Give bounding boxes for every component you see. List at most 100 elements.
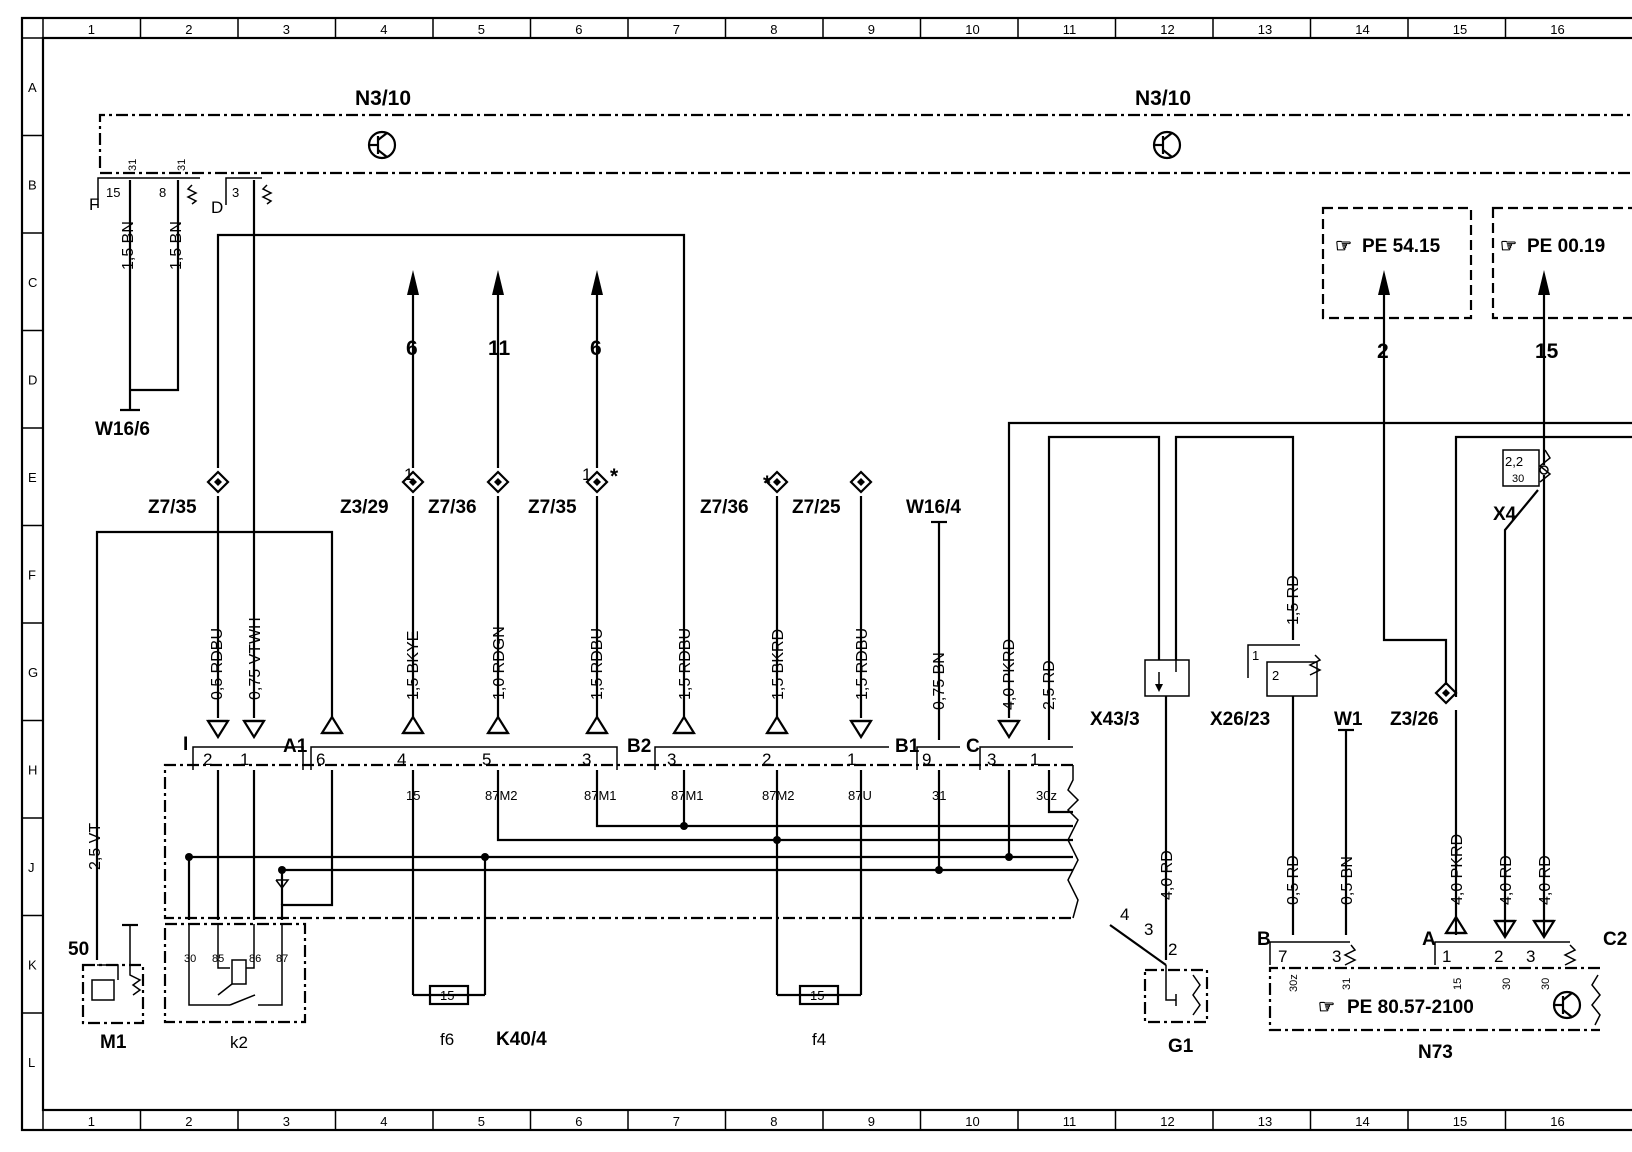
splice-diamond-icon	[401, 470, 425, 494]
wire-a1n: 4,0 PKRD	[1449, 834, 1466, 905]
grid-col-label: 8	[770, 1114, 777, 1129]
triangle-down-icon	[242, 719, 266, 740]
grid-col-label: 3	[283, 22, 290, 37]
fuse-f4-rating: 15	[810, 988, 824, 1003]
pin-number: 3	[667, 750, 676, 769]
connector-B-n73: B	[1257, 929, 1271, 950]
splice-diamond-icon	[1434, 681, 1458, 705]
grid-col-label: 15	[1453, 22, 1467, 37]
connector-D-outline	[225, 177, 262, 205]
m1-pin-50: 50	[68, 939, 89, 960]
f4-label: f4	[812, 1030, 826, 1049]
x43-3-connector-icon	[1144, 659, 1190, 697]
grid-row-label: G	[28, 665, 38, 680]
pin-number: 3	[987, 750, 996, 769]
connector-C2-n73: C2	[1603, 929, 1627, 950]
arrow-ref-6b: 6	[590, 337, 602, 360]
wire-a2n: 4,0 RD	[1498, 855, 1515, 905]
m1-label: M1	[100, 1032, 127, 1053]
terminal-label: 87M1	[671, 788, 704, 803]
grid-col-label: 11	[1063, 22, 1077, 37]
connector-A-n73: A	[1422, 929, 1436, 950]
splice-z7-36-b: Z7/36	[700, 497, 749, 518]
pin-number: 5	[482, 750, 491, 769]
w1-label: W1	[1334, 709, 1363, 730]
grid-col-label: 9	[868, 1114, 875, 1129]
k40-4-label: K40/4	[496, 1029, 547, 1050]
pin-number: 9	[922, 750, 931, 769]
x43-3-label: X43/3	[1090, 709, 1140, 730]
connector-F: F	[89, 195, 99, 214]
wire-b3: 1,5 RDBU	[677, 628, 694, 700]
grid-row-label: J	[28, 860, 35, 875]
grid-col-label: 15	[1453, 1114, 1467, 1129]
triangle-up-icon	[672, 714, 696, 735]
junction-dot	[680, 822, 688, 830]
g1-label: G1	[1168, 1036, 1194, 1057]
n73-label: N73	[1418, 1042, 1453, 1063]
wire-f8: 1,5 BN	[168, 221, 185, 270]
k2-pin-30: 30	[184, 953, 196, 965]
triangle-up-icon	[486, 714, 510, 735]
transistor-icon	[1552, 990, 1582, 1020]
splice-index-1a: 1	[404, 465, 413, 484]
n73-pin-3b: 3	[1332, 947, 1341, 966]
triangle-down-icon	[849, 719, 873, 740]
grid-row-label: H	[28, 762, 37, 777]
n73-pin-3: 3	[1526, 947, 1535, 966]
junction-dot	[773, 836, 781, 844]
pe-00-19-label: PE 00.19	[1527, 236, 1605, 257]
grid-row-label: F	[28, 567, 36, 582]
grid-col-label: 13	[1258, 1114, 1272, 1129]
splice-diamond-icon	[486, 470, 510, 494]
arrow-up-icon	[1538, 270, 1550, 465]
g1-boundary	[1143, 968, 1209, 1024]
pe-54-15-box	[1321, 206, 1473, 320]
w16-6-label: W16/6	[95, 419, 150, 440]
grid-col-label: 6	[575, 22, 582, 37]
pointer-hand-icon: ☞	[1335, 236, 1352, 257]
z3-26-label: Z3/26	[1390, 709, 1439, 730]
splice-diamond-icon	[765, 470, 789, 494]
arrow-ref-15: 15	[1535, 340, 1559, 363]
grid-col-label: 7	[673, 1114, 680, 1129]
grid-col-label: 4	[380, 22, 387, 37]
grid-col-label: 1	[88, 22, 95, 37]
pin-number: 6	[316, 750, 325, 769]
x4-connector-icon	[1502, 449, 1540, 487]
wire-m1: 2,5 VT	[87, 823, 104, 870]
connector-C: C	[966, 736, 980, 757]
arrow-up-icon	[407, 270, 419, 468]
grid-col-label: 11	[1063, 1114, 1077, 1129]
k2-label: k2	[230, 1033, 248, 1052]
k40-4-break	[1066, 765, 1080, 919]
terminal-label: 30z	[1036, 788, 1057, 803]
grid-col-label: 5	[478, 1114, 485, 1129]
coil-icon	[186, 184, 198, 205]
pe-54-15-label: PE 54.15	[1362, 236, 1441, 257]
pe-80-57-label: PE 80.57-2100	[1347, 997, 1474, 1018]
pointer-hand-icon: ☞	[1500, 236, 1517, 257]
pin-3: 3	[232, 185, 239, 200]
pin-number: 3	[582, 750, 591, 769]
splice-z7-25: Z7/25	[792, 497, 841, 518]
n3-10-label-left: N3/10	[355, 87, 411, 110]
triangle-up-icon	[401, 714, 425, 735]
k40-4-boundary	[163, 763, 1073, 920]
arrow-up-icon	[591, 270, 603, 468]
connector-I: I	[183, 734, 188, 755]
grid-row-label: K	[28, 957, 37, 972]
pointer-hand-icon: ☞	[1318, 997, 1335, 1018]
pin-number: 1	[1030, 750, 1039, 769]
triangle-up-icon	[585, 714, 609, 735]
coil-icon	[1308, 654, 1322, 676]
x26-pin-2: 2	[1272, 668, 1279, 683]
starter-icon	[91, 979, 115, 1001]
star-mark: *	[610, 465, 619, 488]
inner-frame	[41, 36, 1632, 1112]
grid-col-label: 4	[380, 1114, 387, 1129]
n73-term-15: 15	[1452, 978, 1464, 990]
g1-pin-3: 3	[1144, 920, 1153, 939]
n73-pin-1: 1	[1442, 947, 1451, 966]
